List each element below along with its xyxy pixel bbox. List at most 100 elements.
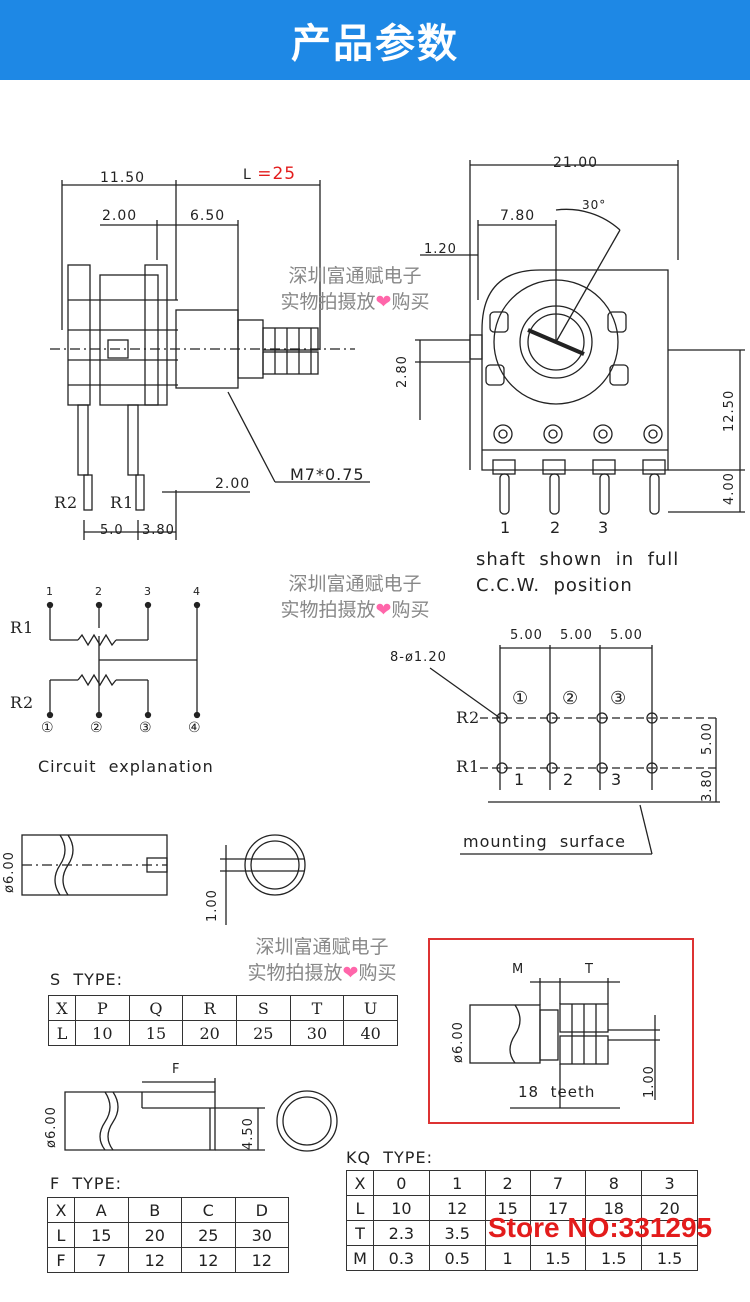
shaft-caption-1: shaft shown in full xyxy=(476,549,680,570)
table-cell: 2.3 xyxy=(373,1220,430,1246)
thread-label: M7*0.75 xyxy=(290,465,365,484)
table-cell: T xyxy=(346,1220,374,1246)
table-cell: U xyxy=(343,995,398,1021)
mount-num-1: 1 xyxy=(514,770,526,789)
technical-drawing xyxy=(21,160,745,1152)
mount-r2: R2 xyxy=(456,708,481,727)
kq-type-title: KQ TYPE: xyxy=(346,1148,433,1167)
table-cell: 15 xyxy=(74,1222,129,1248)
title-banner: 产品参数 xyxy=(0,0,750,80)
table-cell: A xyxy=(74,1197,129,1223)
page-title: 产品参数 xyxy=(291,21,459,67)
mount-spacing-2: 5.00 xyxy=(560,628,593,643)
table-cell: X xyxy=(47,1197,75,1223)
table-cell: Q xyxy=(128,995,184,1021)
circuit-bpin-3: ③ xyxy=(139,720,153,736)
table-cell: 15 xyxy=(128,1020,184,1046)
circuit-bpin-1: ① xyxy=(41,720,55,736)
dim-3-80: 3.80 xyxy=(142,523,175,538)
table-cell: 8 xyxy=(585,1170,643,1196)
table-row: X A B C D xyxy=(47,1197,289,1223)
circuit-pin-2: 2 xyxy=(95,585,103,598)
side-view-drawing xyxy=(50,180,370,540)
table-row: L 10 15 20 25 30 40 xyxy=(48,1020,398,1046)
table-cell: 1 xyxy=(428,1170,486,1196)
dim-2-00-top: 2.00 xyxy=(102,208,138,224)
table-cell: 30 xyxy=(289,1020,345,1046)
table-cell: C xyxy=(181,1197,236,1223)
dim-1-20: 1.20 xyxy=(424,242,457,257)
circuit-bpin-2: ② xyxy=(90,720,104,736)
table-cell: R xyxy=(182,995,237,1021)
s-type-table: X P Q R S T U L 10 15 20 25 30 40 xyxy=(48,995,398,1046)
mount-dim-3-80: 3.80 xyxy=(700,769,715,802)
circuit-pin-1: 1 xyxy=(46,585,54,598)
table-cell: X xyxy=(346,1170,374,1196)
table-cell: 10 xyxy=(373,1195,430,1221)
table-cell: F xyxy=(47,1247,75,1273)
kq-dia: ø6.00 xyxy=(451,1021,466,1063)
table-row: F 7 12 12 12 xyxy=(47,1247,289,1273)
kq-type-shaft xyxy=(469,978,660,1109)
front-pin-1: 1 xyxy=(500,518,512,537)
kq-type-table: X 0 1 2 7 8 3 L 10 12 15 17 18 20 T 2.3 … xyxy=(346,1170,698,1271)
table-cell: 17 xyxy=(529,1195,587,1221)
circuit-pin-3: 3 xyxy=(144,585,152,598)
table-cell: 1 xyxy=(484,1245,531,1271)
table-row: X 0 1 2 7 8 3 xyxy=(346,1170,698,1196)
f-shaft-label: F xyxy=(172,1062,181,1077)
mount-circled-1: ① xyxy=(512,688,530,709)
table-cell: 25 xyxy=(181,1222,236,1248)
f-type-title: F TYPE: xyxy=(50,1174,123,1193)
watermark-line2: 实物拍摄放❤购买 xyxy=(280,599,430,621)
table-cell: 0.5 xyxy=(428,1245,486,1271)
f-shaft-4-50: 4.50 xyxy=(241,1117,256,1150)
table-cell: 20 xyxy=(641,1195,698,1221)
dim-4-00: 4.00 xyxy=(722,472,737,505)
dim-2-80: 2.80 xyxy=(395,355,410,388)
s-type-title: S TYPE: xyxy=(50,970,124,989)
watermark-3: 深圳富通赋电子 实物拍摄放❤购买 xyxy=(222,934,422,986)
dim-7-80: 7.80 xyxy=(500,208,536,224)
table-cell: 1.5 xyxy=(585,1245,643,1271)
f-type-shaft xyxy=(64,1078,338,1152)
circuit-r2: R2 xyxy=(10,693,35,712)
table-cell: 1.5 xyxy=(529,1245,587,1271)
mount-circled-3: ③ xyxy=(610,688,628,709)
watermark-line1: 深圳富通赋电子 xyxy=(288,265,422,287)
table-cell: 15 xyxy=(484,1195,531,1221)
table-row: X P Q R S T U xyxy=(48,995,398,1021)
table-cell: L xyxy=(346,1195,374,1221)
watermark-2: 深圳富通赋电子 实物拍摄放❤购买 xyxy=(255,571,455,623)
table-row: L 15 20 25 30 xyxy=(47,1222,289,1248)
table-cell: X xyxy=(48,995,76,1021)
table-cell: 1.5 xyxy=(641,1245,698,1271)
circuit-pin-4: 4 xyxy=(193,585,201,598)
watermark-line2: 实物拍摄放❤购买 xyxy=(280,291,430,313)
table-cell: P xyxy=(75,995,130,1021)
dim-2-00-bottom: 2.00 xyxy=(215,476,251,492)
table-cell: 3.5 xyxy=(428,1220,486,1246)
front-pin-2: 2 xyxy=(550,518,562,537)
table-cell: D xyxy=(234,1197,289,1223)
s-type-shaft xyxy=(21,834,306,925)
table-cell: 10 xyxy=(75,1020,130,1046)
dim-L: L =25 xyxy=(243,164,296,184)
mount-num-2: 2 xyxy=(563,770,575,789)
dim-21-00: 21.00 xyxy=(553,155,599,171)
table-cell: 12 xyxy=(428,1195,486,1221)
table-cell: 20 xyxy=(182,1020,237,1046)
mount-spacing-3: 5.00 xyxy=(610,628,643,643)
table-cell xyxy=(484,1220,531,1246)
store-number-label: Store NO:331295 xyxy=(488,1212,713,1243)
table-cell: 30 xyxy=(234,1222,289,1248)
table-cell: 20 xyxy=(127,1222,182,1248)
mounting-pattern xyxy=(429,645,720,855)
watermark-1: 深圳富通赋电子 实物拍摄放❤购买 xyxy=(255,263,455,315)
s-shaft-1-00: 1.00 xyxy=(205,889,220,922)
table-cell: 2 xyxy=(484,1170,531,1196)
circuit-bpin-4: ④ xyxy=(188,720,202,736)
table-cell: 12 xyxy=(127,1247,182,1273)
kq-M-label: M xyxy=(512,962,525,977)
mount-num-3: 3 xyxy=(611,770,623,789)
